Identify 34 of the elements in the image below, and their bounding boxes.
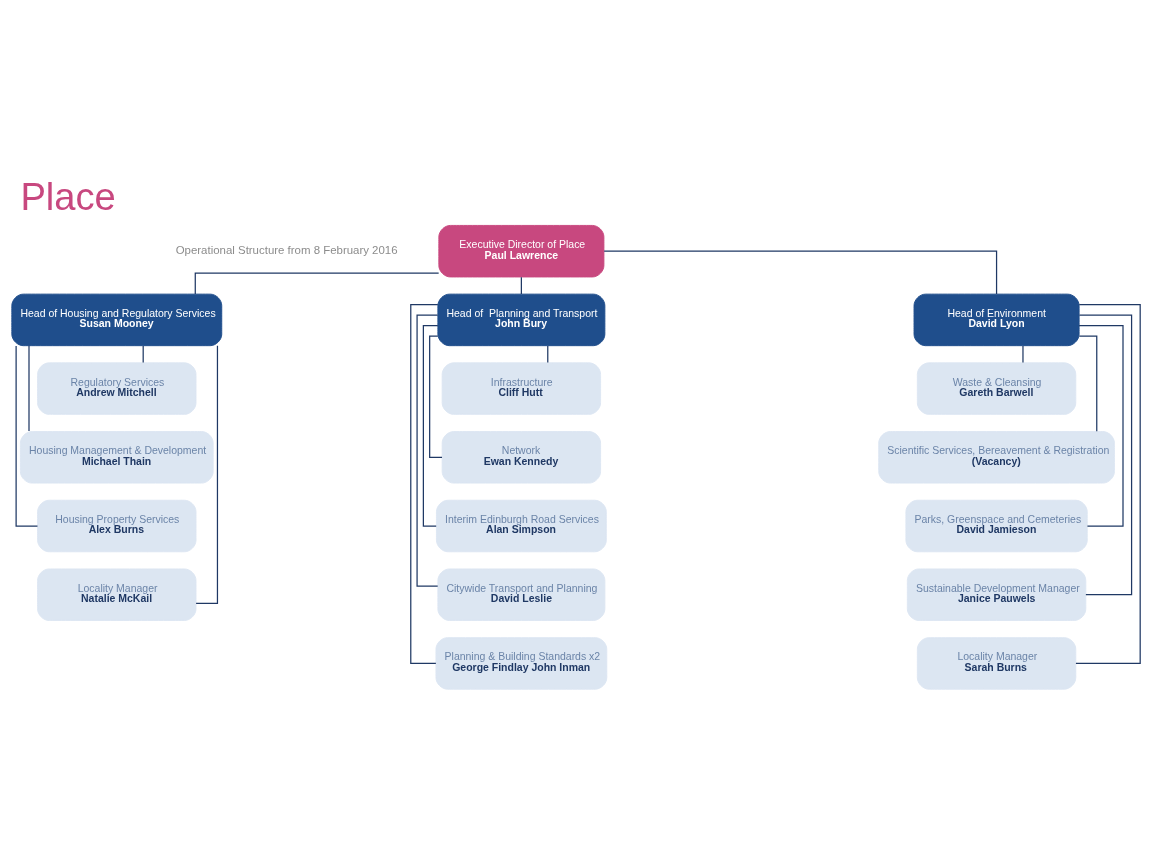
node-box: Housing Property Services Alex Burns xyxy=(37,499,197,553)
node-box: Infrastructure Cliff Hutt xyxy=(441,362,602,415)
connector xyxy=(1078,314,1133,596)
connector xyxy=(410,304,439,665)
node-box: Head of Environment David Lyon xyxy=(913,293,1080,347)
node-box: Parks, Greenspace and Cemeteries David Jamieson xyxy=(905,499,1088,553)
node-box: Regulatory Services Andrew Mitchell xyxy=(37,362,197,415)
node-box: Scientific Services, Bereavement & Registration (Vacancy) xyxy=(878,431,1115,484)
connector xyxy=(1022,345,1024,364)
node-box: Interim Edinburgh Road Services Alan Simpson xyxy=(435,499,607,553)
node-box: Waste & Cleansing Gareth Barwell xyxy=(916,362,1077,415)
connector xyxy=(422,325,439,527)
connector xyxy=(194,272,440,295)
connector xyxy=(1078,335,1098,432)
node-box: Locality Manager Sarah Burns xyxy=(916,637,1077,690)
connector xyxy=(416,314,439,587)
connector xyxy=(429,335,443,458)
node-box: Network Ewan Kennedy xyxy=(441,431,602,484)
node-box: Planning & Building Standards x2 George Findlay John Inman xyxy=(435,637,608,690)
connector xyxy=(195,345,219,604)
connector xyxy=(1078,325,1124,527)
node-box: Executive Director of Place Paul Lawrence xyxy=(438,224,605,278)
node-box: Head of Housing and Regulatory Services Susan Mooney xyxy=(11,293,223,347)
node-box: Citywide Transport and Planning David Leslie xyxy=(437,568,606,621)
node-box: Head of Planning and Transport John Bury xyxy=(437,293,606,347)
node-box: Locality Manager Natalie McKail xyxy=(37,568,197,621)
diagram-title: Place xyxy=(20,175,116,219)
connector xyxy=(28,345,30,432)
node-box: Sustainable Development Manager Janice Pauwels xyxy=(906,568,1087,621)
connector xyxy=(15,345,39,527)
label: Operational Structure from 8 February 2016 xyxy=(175,244,398,257)
connector xyxy=(603,250,998,295)
connector xyxy=(1075,304,1141,665)
node-box: Housing Management & Development Michael Thain xyxy=(19,431,214,484)
